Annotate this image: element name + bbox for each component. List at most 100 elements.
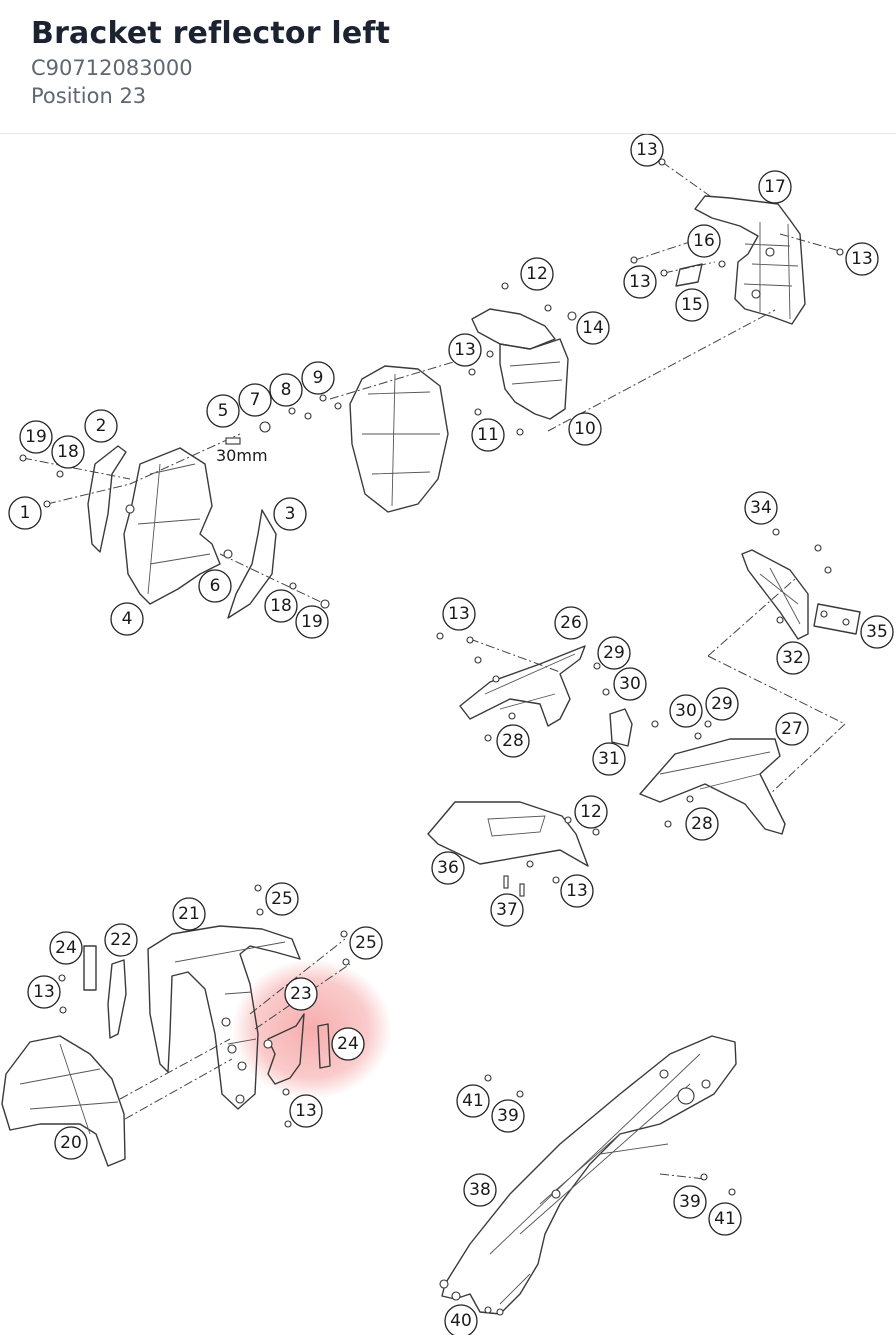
callout-number: 39 [679,1192,701,1212]
callout-number: 1 [20,503,31,523]
callout-39[interactable]: 39 [491,1099,525,1133]
callout-36[interactable]: 36 [431,851,465,885]
callout-number: 14 [582,318,604,338]
callout-34[interactable]: 34 [744,491,778,525]
callout-17[interactable]: 17 [758,170,792,204]
callout-29[interactable]: 29 [597,636,631,670]
part-32-bracket [741,528,832,640]
callout-35[interactable]: 35 [860,615,894,649]
callout-number: 38 [469,1180,491,1200]
callout-24[interactable]: 24 [49,931,83,965]
callout-18[interactable]: 18 [51,435,85,469]
callout-20[interactable]: 20 [54,1126,88,1160]
callout-12[interactable]: 12 [520,257,554,291]
callout-number: 13 [629,272,651,292]
callout-number: 13 [454,340,476,360]
callout-number: 34 [750,498,772,518]
callout-5[interactable]: 5 [206,394,240,428]
callout-8[interactable]: 8 [269,373,303,407]
callout-number: 28 [691,814,713,834]
callout-6[interactable]: 6 [198,569,232,603]
callout-11[interactable]: 11 [471,418,505,452]
callout-number: 26 [560,613,582,633]
callout-number: 13 [636,140,658,160]
callout-26[interactable]: 26 [554,606,588,640]
callout-25[interactable]: 25 [265,882,299,916]
callout-number: 41 [462,1091,484,1111]
callout-13[interactable]: 13 [845,242,879,276]
callout-29[interactable]: 29 [705,687,739,721]
callout-22[interactable]: 22 [104,923,138,957]
dimension-label: 30mm [216,446,268,465]
callout-number: 9 [313,368,324,388]
part-position: Position 23 [31,84,147,108]
callout-number: 36 [437,858,459,878]
callout-30[interactable]: 30 [669,694,703,728]
callout-39[interactable]: 39 [673,1185,707,1219]
part-1-6-18-19-screws [19,454,330,609]
callout-15[interactable]: 15 [675,288,709,322]
callout-number: 19 [25,427,47,447]
callout-13[interactable]: 13 [442,597,476,631]
callout-10[interactable]: 10 [568,412,602,446]
callout-13[interactable]: 13 [289,1094,323,1128]
callout-number: 13 [33,982,55,1002]
callout-28[interactable]: 28 [685,807,719,841]
callout-19[interactable]: 19 [295,605,329,639]
callout-7[interactable]: 7 [238,383,272,417]
callout-number: 25 [355,933,377,953]
callout-number: 29 [711,694,733,714]
callout-number: 8 [281,380,292,400]
callout-13[interactable]: 13 [27,975,61,1009]
callout-14[interactable]: 14 [576,311,610,345]
callout-number: 24 [55,938,77,958]
callout-number: 3 [285,504,296,524]
part-5-7-8-9-small-parts [225,394,342,445]
callout-9[interactable]: 9 [301,361,335,395]
callout-13[interactable]: 13 [560,874,594,908]
callout-40[interactable]: 40 [444,1304,478,1335]
callout-number: 13 [566,881,588,901]
callout-21[interactable]: 21 [172,897,206,931]
part-22-bracket [107,959,127,1039]
callout-number: 4 [122,609,133,629]
callout-13[interactable]: 13 [623,265,657,299]
callout-number: 24 [337,1034,359,1054]
callout-number: 13 [448,604,470,624]
callout-number: 40 [450,1311,472,1331]
callout-13[interactable]: 13 [630,134,664,167]
callout-3[interactable]: 3 [273,497,307,531]
exploded-parts-diagram: 30mm [1,134,894,1335]
part-2-side-panel [87,445,127,553]
callout-19[interactable]: 19 [19,420,53,454]
callout-41[interactable]: 41 [456,1084,490,1118]
callout-13[interactable]: 13 [448,333,482,367]
callout-24[interactable]: 24 [331,1027,365,1061]
callout-38[interactable]: 38 [463,1173,497,1207]
callout-16[interactable]: 16 [687,224,721,258]
part-31-holder [609,708,712,747]
callout-32[interactable]: 32 [776,641,810,675]
callout-28[interactable]: 28 [496,724,530,758]
part-number: C90712083000 [31,56,193,80]
callout-30[interactable]: 30 [613,667,647,701]
callout-number: 32 [782,648,804,668]
callout-27[interactable]: 27 [775,712,809,746]
assembly-leader-lines [22,161,846,1180]
callout-23[interactable]: 23 [284,977,318,1011]
callout-18[interactable]: 18 [264,589,298,623]
callout-12[interactable]: 12 [574,795,608,829]
callout-41[interactable]: 41 [708,1202,742,1236]
callout-number: 37 [496,900,518,920]
callout-31[interactable]: 31 [592,742,626,776]
callout-37[interactable]: 37 [490,893,524,927]
callout-4[interactable]: 4 [110,602,144,636]
callout-number: 41 [714,1209,736,1229]
callout-2[interactable]: 2 [84,409,118,443]
callout-number: 28 [502,731,524,751]
callout-number: 12 [580,802,602,822]
callout-25[interactable]: 25 [349,926,383,960]
callout-1[interactable]: 1 [8,496,42,530]
part-35-reflector [813,603,861,635]
